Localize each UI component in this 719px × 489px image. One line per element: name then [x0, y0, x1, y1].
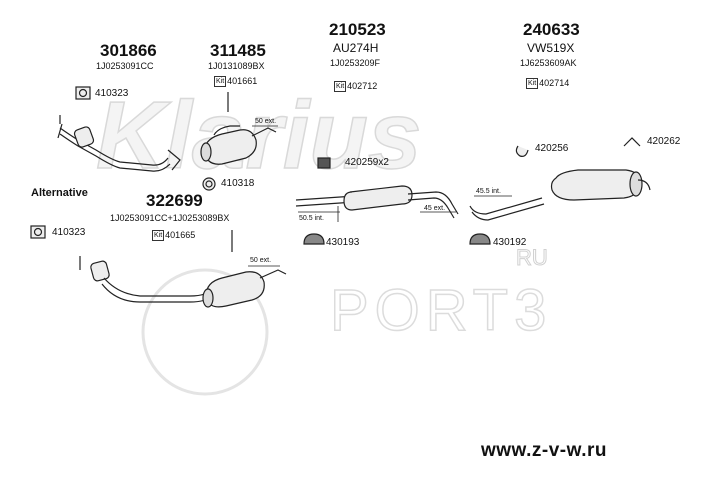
oem-number-311485: 1J0131089BX	[208, 61, 265, 71]
rear-silencer-tailpipe	[637, 179, 651, 191]
catalyst-311485-drawing	[200, 92, 278, 165]
kit-tag: Kit	[526, 78, 539, 89]
catalyst-311485-outlet	[251, 127, 277, 137]
part-number-311485[interactable]: 311485	[210, 41, 266, 60]
catalyst-311485-body	[203, 129, 257, 165]
accessory-410323-bottom[interactable]: 410323	[52, 227, 86, 238]
kit-tag: Kit	[214, 76, 227, 87]
accessory-430192[interactable]: 430192	[493, 237, 527, 248]
oem-number-301866: 1J0253091CC	[96, 61, 154, 71]
front-pipe-301866-end-flange	[167, 149, 181, 171]
alternative-label: Alternative	[31, 187, 88, 199]
clamp-icon	[317, 157, 331, 169]
accessory-420256[interactable]: 420256	[535, 143, 569, 154]
rear-silencer-240633-face	[629, 171, 643, 197]
site-watermark: PORT3 RU	[141, 245, 552, 396]
accessory-410323-top[interactable]: 410323	[95, 88, 129, 99]
oem-number-322699: 1J0253091CC+1J0253089BX	[110, 213, 230, 223]
dimension-50-5-int: 50.5 int.	[299, 215, 324, 222]
part-number-240633[interactable]: 240633	[523, 20, 580, 39]
oem-number-240633: 1J6253609AK	[520, 58, 577, 68]
part-number-210523[interactable]: 210523	[329, 20, 386, 39]
gasket-hole-top	[78, 88, 88, 98]
accessory-420262[interactable]: 420262	[647, 136, 681, 147]
centre-pipe-outlet-upper	[407, 191, 459, 215]
alt-catalyst-body	[205, 271, 265, 308]
accessory-icons	[30, 86, 641, 245]
alt-catalyst-outlet	[259, 269, 287, 279]
rear-silencer-240633-drawing	[469, 169, 651, 221]
accessory-420259[interactable]: 420259x2	[345, 157, 389, 168]
rubber-mount-icon-b	[469, 233, 491, 245]
gasket-hole-bottom	[33, 227, 43, 237]
dimension-50-ext-top: 50 ext.	[255, 118, 277, 125]
dimension-45-5-int: 45.5 int.	[476, 188, 501, 195]
rubber-mount-icon-a	[303, 233, 325, 245]
front-pipe-301866-upper	[59, 127, 169, 166]
front-pipe-301866-lower	[59, 133, 171, 172]
alt-number-240633: VW519X	[527, 41, 575, 55]
bracket-icon	[623, 137, 641, 147]
accessory-430193[interactable]: 430193	[326, 237, 360, 248]
brand-watermark-text: Klarius	[96, 82, 421, 189]
rear-pipe-lower	[471, 203, 545, 221]
kit-tag: Kit	[152, 230, 165, 241]
mount-icon	[515, 145, 529, 157]
rear-silencer-240633-body	[550, 169, 641, 201]
gasket-icon-top	[75, 86, 91, 100]
rear-pipe-upper	[469, 197, 543, 215]
site-watermark-suffix: RU	[516, 245, 548, 270]
site-watermark-ring	[141, 268, 269, 396]
catalyst-311485-face	[200, 142, 212, 162]
dimension-45-ext: 45 ext.	[424, 205, 446, 212]
part-number-301866[interactable]: 301866	[100, 41, 157, 60]
gasket-icon-bottom	[30, 225, 46, 239]
centre-silencer-210523-drawing	[295, 185, 459, 222]
front-pipe-301866-drawing	[57, 115, 181, 172]
alt-assembly-322699-drawing	[79, 230, 287, 308]
part-number-322699[interactable]: 322699	[146, 191, 203, 210]
front-pipe-301866-flange	[57, 123, 63, 139]
kit-tag: Kit	[334, 81, 347, 92]
oem-number-210523: 1J0253209F	[330, 58, 381, 68]
brand-watermark: Klarius	[95, 81, 422, 190]
centre-pipe-outlet-lower	[407, 197, 455, 219]
dimension-50-ext-bottom: 50 ext.	[250, 257, 272, 264]
site-watermark-text: PORT3	[330, 278, 552, 343]
centre-silencer-210523-body	[343, 185, 413, 211]
accessory-410318[interactable]: 410318	[221, 178, 255, 189]
front-pipe-301866-flex	[73, 126, 95, 148]
ring-hole	[205, 180, 213, 188]
ring-icon	[202, 177, 216, 191]
footer-url[interactable]: www.z-v-w.ru	[481, 440, 607, 461]
alt-flex	[90, 260, 110, 282]
alt-catalyst-face	[202, 288, 214, 308]
catalyst-311485-inlet	[213, 125, 240, 136]
alt-number-210523: AU274H	[333, 41, 379, 55]
